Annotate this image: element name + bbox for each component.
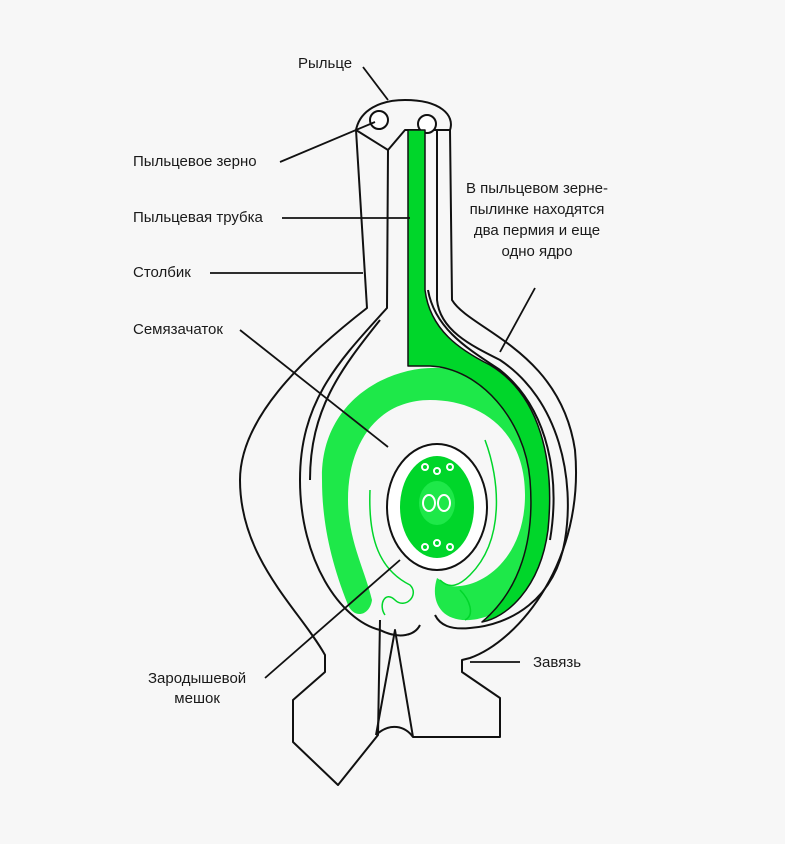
note-pollen-content: В пыльцевом зерне-пылинке находятся два …	[465, 180, 609, 260]
label-ovary: Завязь	[533, 654, 582, 671]
label-embryo-sac-line1: Зародышевой	[148, 670, 247, 687]
label-pollen-tube: Пыльцевая трубка	[133, 209, 263, 226]
label-pollen-grain: Пыльцевое зерно	[133, 153, 257, 170]
label-style: Столбик	[133, 264, 191, 281]
label-embryo-sac-line2: мешок	[174, 690, 220, 707]
label-embryo-sac: Зародышевой мешок	[148, 669, 246, 709]
integument	[321, 367, 549, 621]
pollen-grain-left	[369, 110, 389, 130]
pollen-tube	[407, 129, 551, 623]
label-ovule: Семязачаток	[133, 321, 223, 338]
ovary-wall-right	[375, 129, 578, 738]
ovary-wall	[239, 129, 381, 786]
label-stigma: Рыльце	[298, 55, 353, 72]
pollen-grain-right	[417, 114, 437, 134]
